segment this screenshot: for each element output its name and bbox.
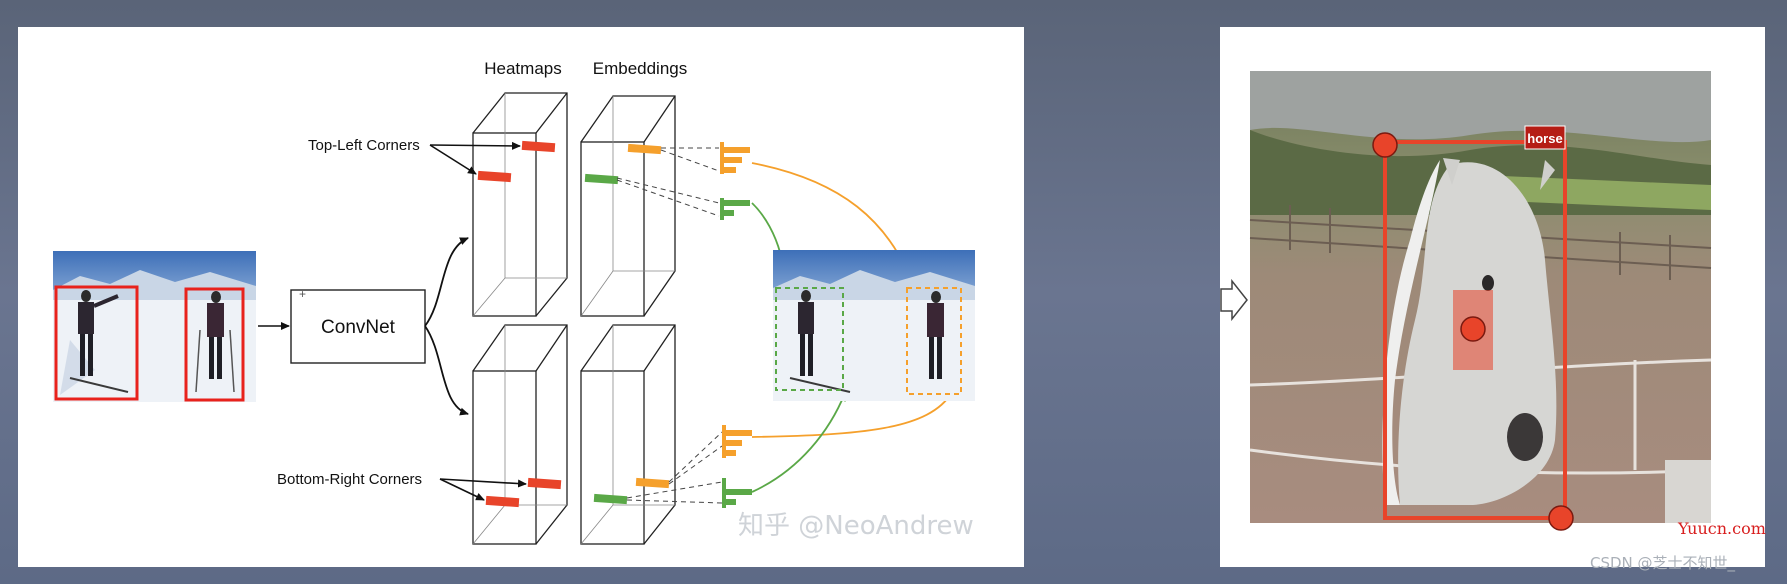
embedding-vector-tl-green [720,198,750,220]
tl-arrow-1 [429,141,521,150]
embeddings-header: Embeddings [593,59,688,78]
input-photo [53,251,256,402]
bottom-right-corners-label: Bottom-Right Corners [277,471,422,488]
dashed-projections [616,147,723,504]
heatmap-volume-bottom [472,324,568,545]
zhihu-watermark: 知乎 @NeoAndrew [738,511,974,541]
top-left-corners-label: Top-Left Corners [308,137,420,154]
hollow-arrow [1220,278,1248,322]
convnet-label: ConvNet [321,317,396,338]
class-tag: horse [1524,125,1566,150]
br-arrow-2 [439,478,485,501]
curve-br-green [751,392,846,493]
embedding-tl-green [584,173,619,185]
heatmaps-header: Heatmaps [484,59,561,78]
embedding-vector-br-green [722,478,752,508]
embedding-tl-orange [627,143,662,155]
yuucn-watermark: Yuucn.com [1677,519,1766,538]
branch-arrow-top [424,237,469,327]
output-photo [773,250,975,401]
heatmap-tl-mark-1 [521,140,556,153]
horse-detection-box [1372,132,1574,531]
embedding-br-orange [635,477,670,489]
branch-arrow-bottom [424,325,469,416]
embedding-br-green [593,493,628,505]
heatmap-br-mark-2 [485,495,520,508]
tl-arrow-2 [429,144,477,175]
heatmap-br-mark-1 [527,477,562,490]
embedding-volume-top [580,95,676,317]
convnet-box: ConvNet + [290,287,426,364]
cursor-glyph: + [299,287,306,301]
curve-br-orange [751,391,953,438]
class-tag-label: horse [1527,131,1562,146]
heatmap-volume-top [472,92,568,317]
embedding-vector-br-orange [722,425,752,458]
heatmap-tl-mark-2 [477,170,512,183]
csdn-watermark: CSDN @芝士不知世_ [1590,554,1736,573]
embedding-volume-bottom [580,324,676,545]
br-arrow-1 [439,478,527,488]
embedding-vector-tl-orange [720,142,750,174]
